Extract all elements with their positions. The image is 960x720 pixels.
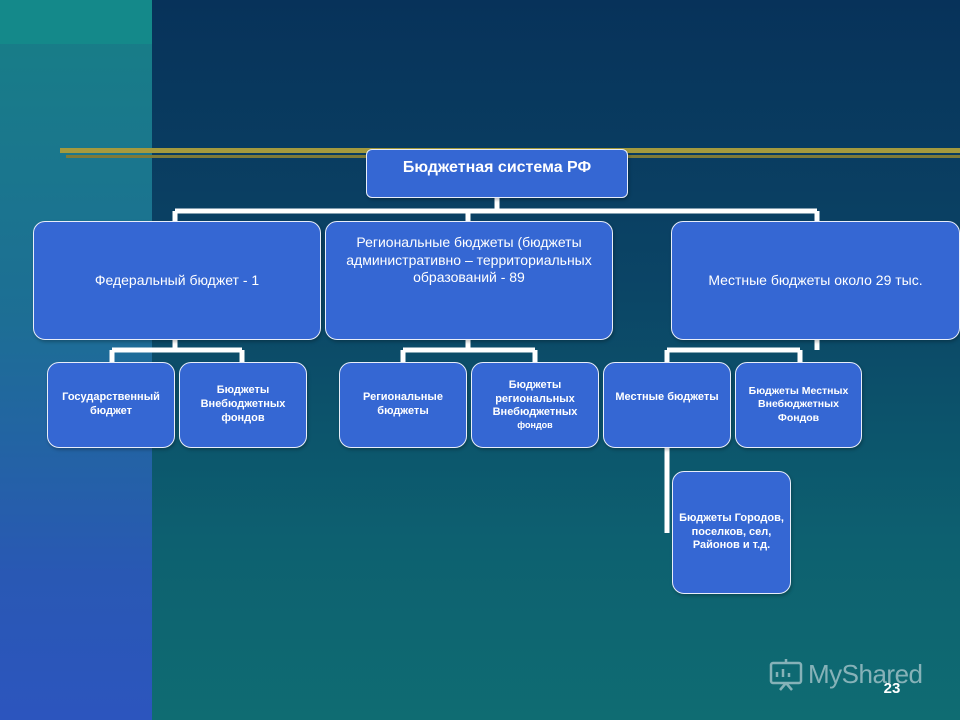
federal-offbudget-funds-node: Бюджеты Внебюджетных фондов — [179, 362, 307, 448]
local-budgets-node: Местные бюджеты — [603, 362, 731, 448]
root-node: Бюджетная система РФ — [366, 149, 628, 198]
presentation-board-icon — [769, 659, 803, 691]
watermark-text: MyShared — [808, 658, 923, 689]
regional-offbudget-funds-node: Бюджеты региональных Внебюджетных фондов — [471, 362, 599, 448]
regional-offbudget-label: Бюджеты региональных Внебюджетных — [492, 378, 578, 419]
state-budget-node: Государственный бюджет — [47, 362, 175, 448]
local-offbudget-funds-node: Бюджеты Местных Внебюджетных Фондов — [735, 362, 862, 448]
slide-number: 23 — [883, 680, 901, 697]
left-accent-band — [0, 0, 152, 720]
local-budget-node: Местные бюджеты около 29 тыс. — [671, 221, 960, 340]
top-left-accent — [0, 0, 152, 44]
watermark: MyShared — [768, 656, 923, 692]
municipal-budgets-node: Бюджеты Городов, поселков, сел, Районов … — [672, 471, 791, 594]
regional-offbudget-funds-word: фондов — [517, 420, 553, 430]
regional-budget-node: Региональные бюджеты (бюджеты администра… — [325, 221, 613, 340]
regional-budgets-node: Региональные бюджеты — [339, 362, 467, 448]
federal-budget-node: Федеральный бюджет - 1 — [33, 221, 321, 340]
